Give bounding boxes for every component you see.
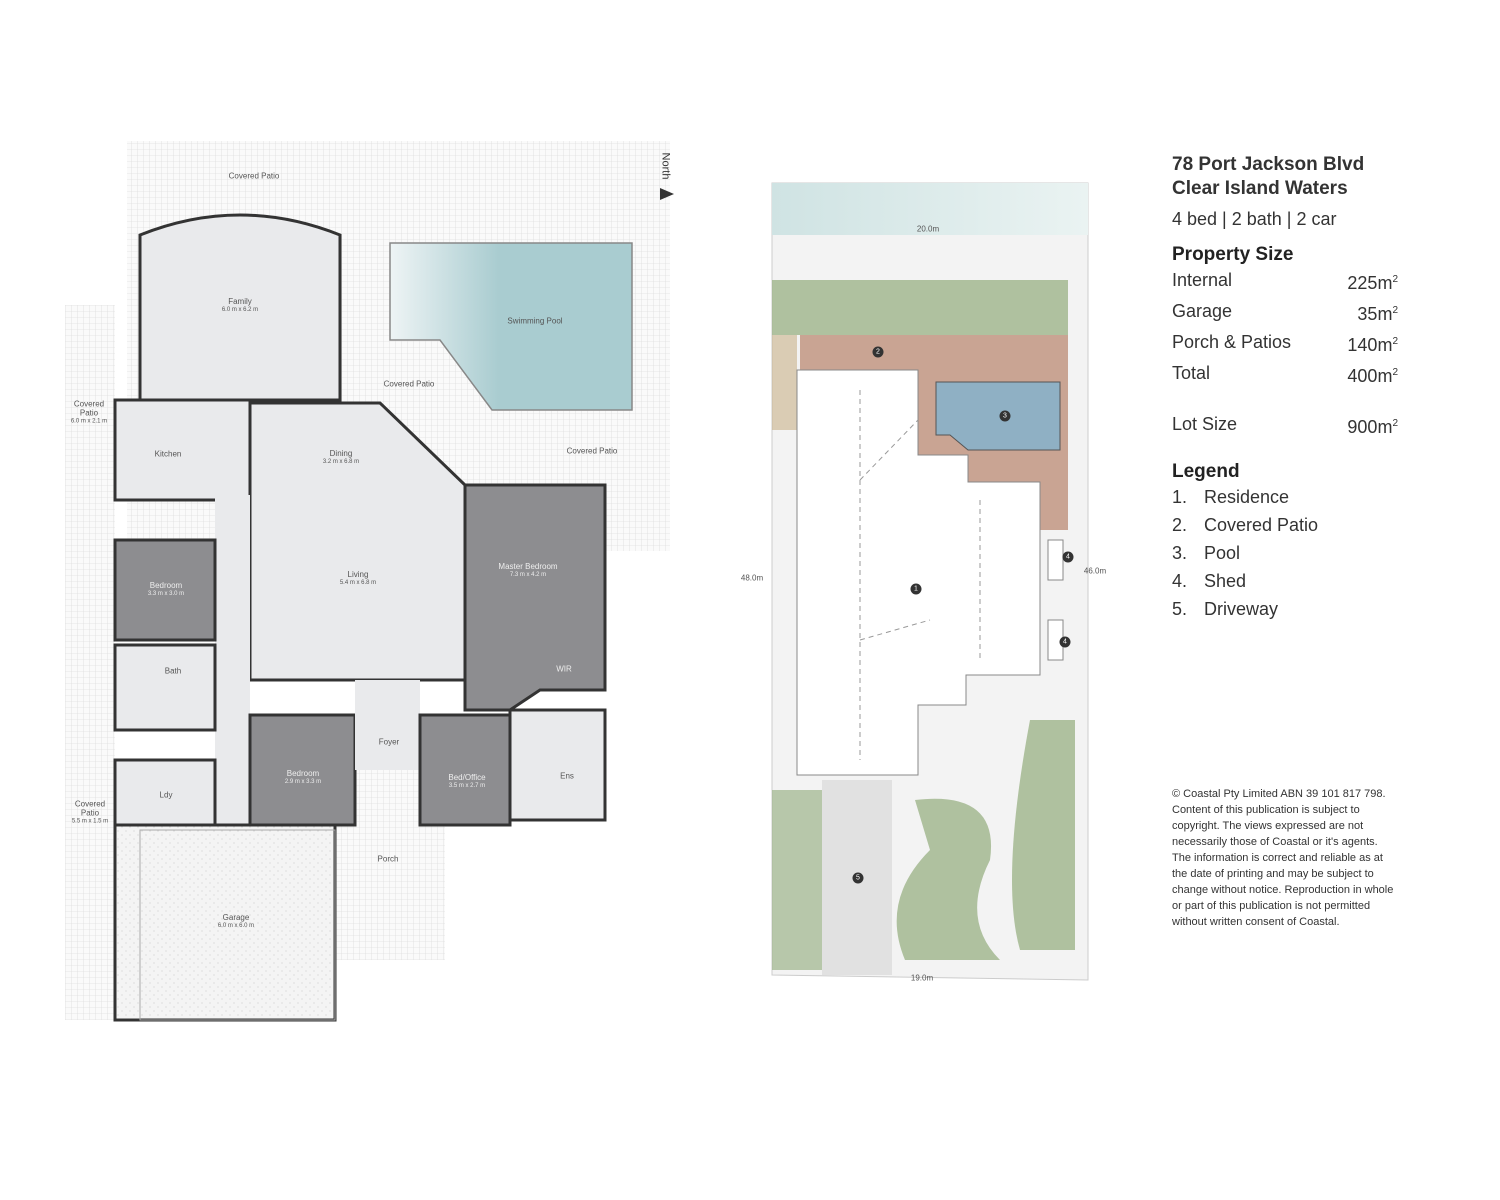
hallway	[215, 495, 250, 825]
site-dim-bottom: 19.0m	[910, 973, 934, 983]
legend-item: 5.Driveway	[1172, 599, 1279, 619]
room-label-porch: Porch	[377, 854, 399, 864]
shed-1	[1047, 539, 1064, 581]
property-summary: 4 bed | 2 bath | 2 car	[1172, 209, 1337, 229]
room-label-bath: Bath	[164, 666, 182, 676]
legend-item: 1.Residence	[1172, 487, 1290, 507]
address-line-2: Clear Island Waters	[1172, 178, 1348, 199]
lawn-front-right	[1012, 720, 1075, 950]
site-marker-driveway: 5	[852, 872, 864, 884]
site-marker-shed: 4	[1062, 551, 1074, 563]
master-bedroom-room	[463, 483, 607, 712]
bedroom-2-room	[248, 713, 357, 827]
site-marker-covered-patio: 2	[872, 346, 884, 358]
waterway	[772, 183, 1088, 235]
legend-heading: Legend	[1172, 461, 1240, 482]
patio-left-strip	[65, 305, 115, 1020]
north-arrow-icon	[660, 188, 674, 200]
room-label-swimming-pool: Swimming Pool	[507, 316, 563, 326]
bath-room	[113, 643, 217, 732]
site-plan	[771, 182, 1089, 981]
property-size-heading: Property Size	[1172, 244, 1294, 265]
legend-item: 4.Shed	[1172, 571, 1247, 591]
room-label-kitchen: Kitchen	[154, 449, 182, 459]
family-room	[138, 213, 342, 402]
legend-item: 3.Pool	[1172, 543, 1241, 563]
residence-roof	[796, 369, 1041, 776]
site-marker-pool: 3	[999, 410, 1011, 422]
foyer-room	[355, 680, 420, 770]
room-label-covered-patio: Covered Patio	[228, 171, 280, 181]
garage-room	[113, 823, 337, 1022]
address-line-1: 78 Port Jackson Blvd	[1172, 154, 1365, 175]
property-info-panel: 78 Port Jackson Blvd Clear Island Waters…	[1172, 153, 1412, 623]
site-pool	[935, 381, 1061, 451]
room-label-foyer: Foyer	[378, 737, 400, 747]
site-marker-residence: 1	[910, 583, 922, 595]
floor-plan	[65, 141, 674, 1022]
room-label-wir: WIR	[556, 664, 572, 674]
bedroom-1-room	[113, 538, 217, 642]
site-dim-top: 20.0m	[916, 224, 940, 234]
lawn-front-left	[772, 790, 822, 970]
room-label-covered-patio-mid: Covered Patio	[383, 379, 435, 389]
laundry-room	[113, 758, 217, 827]
site-marker-shed: 4	[1059, 636, 1071, 648]
kitchen-room	[113, 398, 252, 502]
room-label-laundry: Ldy	[159, 790, 173, 800]
copyright-notice: © Coastal Pty Limited ABN 39 101 817 798…	[1172, 788, 1394, 928]
ensuite-room	[508, 708, 607, 822]
room-label-covered-patio-right: Covered Patio	[566, 446, 618, 456]
site-dim-left: 48.0m	[740, 573, 764, 583]
site-dim-right: 46.0m	[1083, 566, 1107, 576]
north-label: North	[659, 152, 672, 180]
lawn-rear	[772, 280, 1068, 335]
bed-office-room	[418, 713, 512, 827]
lawn-front-middle	[896, 798, 1000, 960]
swimming-pool	[389, 242, 633, 411]
legend-item: 2.Covered Patio	[1172, 515, 1319, 535]
room-label-ensuite: Ens	[560, 771, 574, 781]
